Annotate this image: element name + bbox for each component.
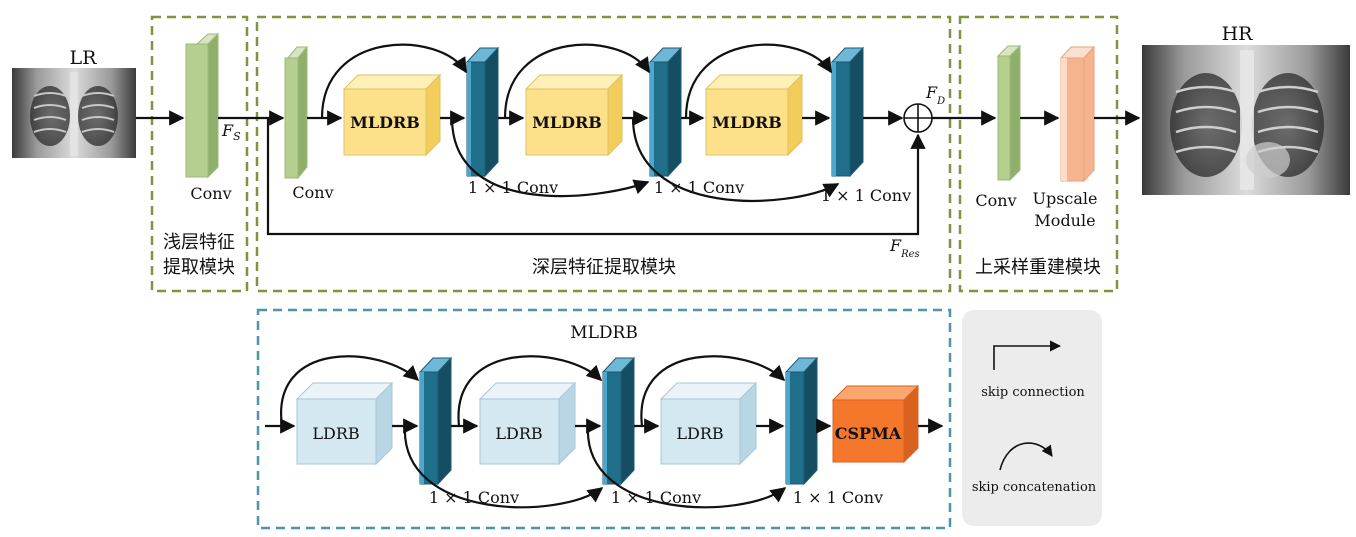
top-flow-arrows <box>136 43 1141 236</box>
mldrb-label-1: MLDRB <box>350 113 420 132</box>
sum-node <box>903 103 933 133</box>
upscale-module-block <box>1059 45 1096 183</box>
mldrb-label-2: MLDRB <box>532 113 602 132</box>
upsample-module-box <box>958 15 1119 293</box>
legend-skip-connection-icon <box>993 340 1062 370</box>
deep-module-label: 深层特征提取模块 <box>532 257 676 278</box>
cspma-label: CSPMA <box>835 424 902 443</box>
conv1x1-bottom-label-2: 1 × 1 Conv <box>611 488 701 507</box>
conv1x1-bottom-3 <box>784 356 819 486</box>
shallow-conv-block <box>185 32 220 179</box>
upsample-module-label: 上采样重建模块 <box>975 257 1101 278</box>
mldrb-block-1 <box>342 73 442 157</box>
ldrb-block-2 <box>478 381 577 466</box>
conv1x1-top-label-1: 1 × 1 Conv <box>468 178 558 197</box>
mldrb-detail-box <box>256 308 952 530</box>
mldrb-block-2 <box>524 73 624 157</box>
legend-skip-concatenation-icon <box>999 442 1053 471</box>
upscale-label-line1: Upscale <box>1032 189 1097 208</box>
mldrb-label-3: MLDRB <box>712 113 782 132</box>
lr-xray-image <box>12 68 136 158</box>
conv1x1-bottom-2 <box>601 356 636 486</box>
conv1x1-top-label-2: 1 × 1 Conv <box>654 178 744 197</box>
conv1x1-top-1 <box>465 46 500 178</box>
shallow-module-label-line1: 浅层特征 <box>163 232 235 253</box>
cspma-block <box>831 384 920 464</box>
ldrb-label-1: LDRB <box>312 424 359 443</box>
deep-conv-label: Conv <box>292 183 333 202</box>
lr-label: LR <box>70 47 98 69</box>
detail-flow-arrows <box>265 355 944 509</box>
fs-symbol: FS <box>221 121 241 143</box>
detail-title: MLDRB <box>570 323 638 343</box>
deep-conv-block <box>284 45 309 180</box>
mldrb-block-3 <box>704 73 804 157</box>
conv1x1-bottom-1 <box>418 356 453 486</box>
conv1x1-top-2 <box>648 46 683 178</box>
shallow-module-label-line2: 提取模块 <box>163 257 235 278</box>
conv1x1-top-3 <box>830 46 865 178</box>
deep-module-box <box>255 15 952 293</box>
legend-skip-concatenation-label: skip concatenation <box>972 480 1097 495</box>
shallow-conv-label: Conv <box>190 184 231 203</box>
upscale-label-line2: Module <box>1034 211 1095 230</box>
conv1x1-bottom-label-3: 1 × 1 Conv <box>793 488 883 507</box>
ldrb-label-3: LDRB <box>676 424 723 443</box>
legend-panel <box>962 310 1102 526</box>
shallow-module-box <box>150 15 249 293</box>
upsample-conv-label: Conv <box>975 191 1016 210</box>
upsample-conv-block <box>996 44 1022 182</box>
hr-label: HR <box>1222 23 1254 45</box>
legend-skip-connection-label: skip connection <box>981 385 1085 400</box>
conv1x1-top-label-3: 1 × 1 Conv <box>821 186 911 205</box>
conv1x1-bottom-label-1: 1 × 1 Conv <box>429 488 519 507</box>
fd-symbol: FD <box>925 83 945 107</box>
ldrb-block-1 <box>295 381 394 466</box>
ldrb-block-3 <box>659 381 758 466</box>
ldrb-label-2: LDRB <box>495 424 542 443</box>
hr-xray-image <box>1142 45 1350 195</box>
fres-symbol: FRes <box>889 236 920 260</box>
